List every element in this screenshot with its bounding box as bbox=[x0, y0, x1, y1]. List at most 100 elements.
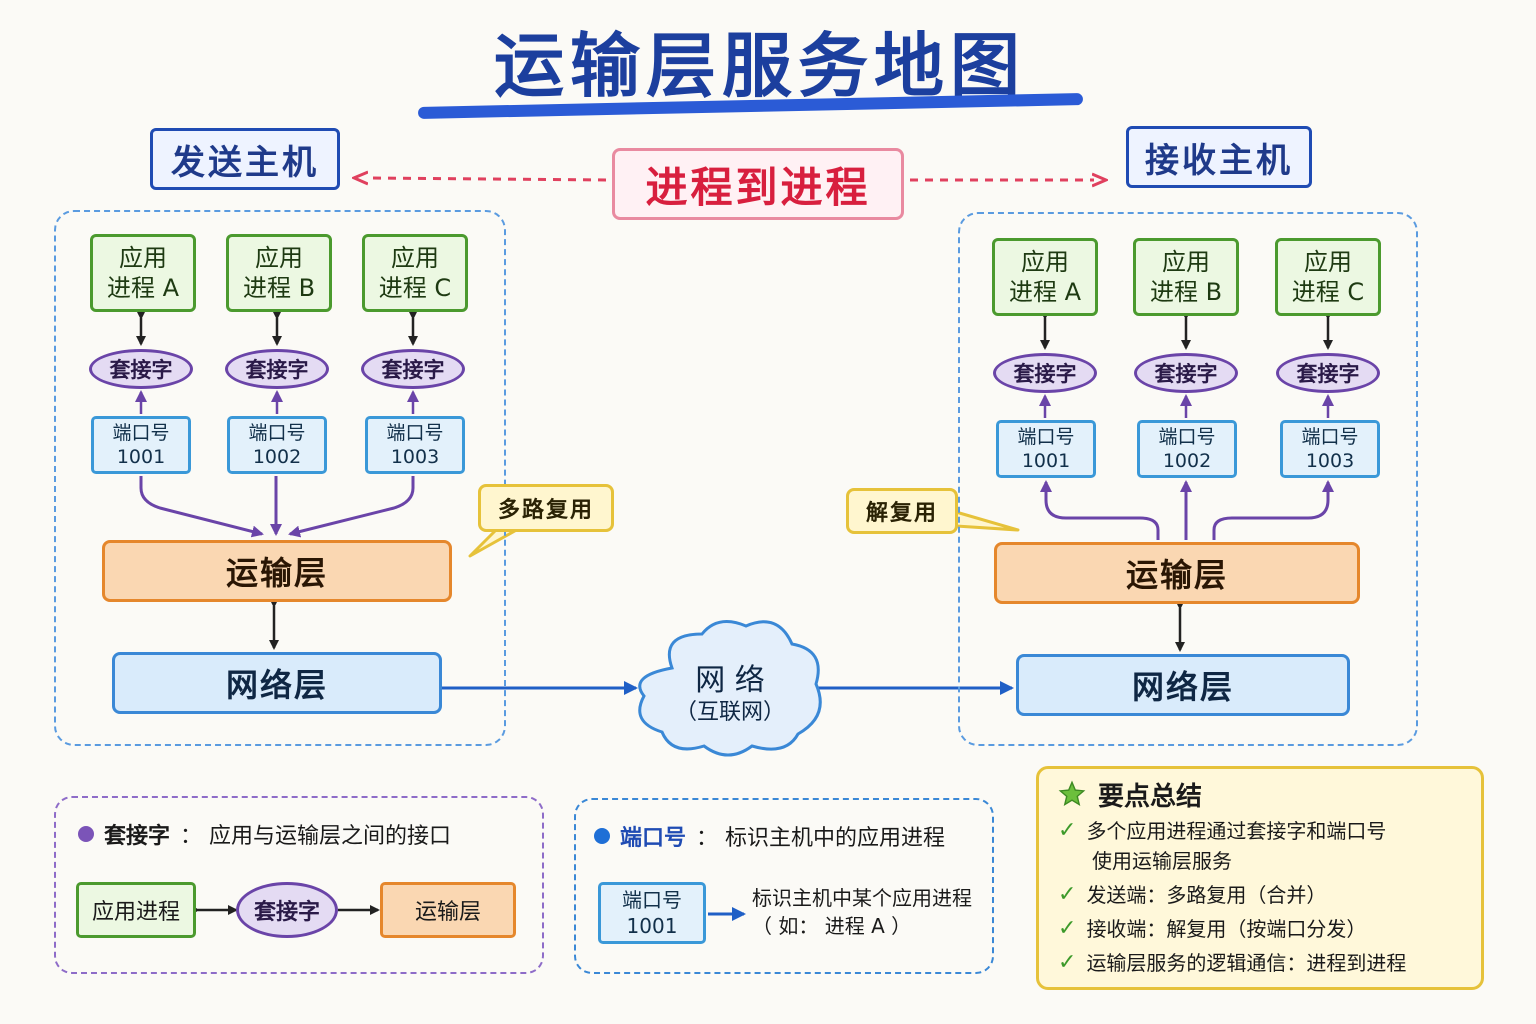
star-icon bbox=[1058, 780, 1086, 806]
legend-socket-ellipse: 套接字 bbox=[236, 882, 338, 938]
mux-callout-tail bbox=[468, 524, 521, 558]
app-line1: 应用 bbox=[1162, 248, 1210, 276]
receiver-demux-arrow-a bbox=[1040, 480, 1160, 540]
summary-item-text: 多个应用进程通过套接字和端口号 bbox=[1086, 819, 1387, 843]
summary-item: ✓ 多个应用进程通过套接字和端口号 bbox=[1058, 816, 1478, 846]
receiver-transport-layer: 运输层 bbox=[994, 542, 1360, 604]
port-legend-header: 端口号 ： 标识主机中的应用进程 bbox=[594, 818, 945, 854]
receiver-app-c: 应用 进程 C bbox=[1275, 238, 1381, 316]
sender-port-1003: 端口号 1003 bbox=[365, 416, 465, 474]
app-line1: 应用 bbox=[1021, 248, 1069, 276]
app-line2: 进程 B bbox=[242, 274, 316, 302]
process-to-process-label: 进程到进程 bbox=[612, 148, 904, 220]
receiver-socket-a: 套接字 bbox=[993, 353, 1097, 393]
blue-dot-icon bbox=[594, 828, 610, 844]
summary-title: 要点总结 bbox=[1098, 781, 1203, 812]
receiver-socket-c: 套接字 bbox=[1276, 353, 1380, 393]
legend-app-box: 应用进程 bbox=[76, 882, 196, 938]
sender-host-label: 发送主机 bbox=[150, 128, 340, 190]
app-line2: 进程 A bbox=[106, 274, 180, 302]
socket-legend-header: 套接字 ： 应用与运输层之间的接口 bbox=[78, 816, 451, 852]
p2p-arrow-left bbox=[366, 178, 607, 180]
receiver-host-frame bbox=[958, 212, 1418, 746]
socket-legend-panel bbox=[54, 796, 544, 974]
receiver-demux-arrow-c bbox=[1212, 480, 1334, 540]
receiver-port-1003: 端口号 1003 bbox=[1280, 420, 1380, 478]
legend-port-box: 端口号 1001 bbox=[598, 882, 706, 944]
socket-desc: ： 应用与运输层之间的接口 bbox=[180, 824, 452, 849]
summary-item-text: 使用运输层服务 bbox=[1092, 849, 1232, 873]
app-line2: 进程 C bbox=[378, 274, 452, 302]
summary-item-continuation: 使用运输层服务 bbox=[1058, 846, 1478, 876]
multiplexing-callout: 多路复用 bbox=[478, 484, 614, 532]
check-icon: ✓ bbox=[1058, 882, 1077, 907]
sender-port-1002: 端口号 1002 bbox=[227, 416, 327, 474]
summary-header: 要点总结 bbox=[1058, 774, 1358, 814]
port-desc: ： 标识主机中的应用进程 bbox=[696, 826, 946, 851]
port-label: 端口号 bbox=[386, 422, 444, 444]
app-line2: 进程 C bbox=[1291, 278, 1365, 306]
port-legend-panel bbox=[574, 798, 994, 974]
receiver-port-1001: 端口号 1001 bbox=[996, 420, 1096, 478]
sender-mux-arrow-c bbox=[288, 476, 415, 538]
legend-port-label: 端口号 bbox=[622, 888, 682, 912]
summary-item-text: 接收端：解复用（按端口分发） bbox=[1086, 917, 1367, 941]
legend-port-number: 1001 bbox=[626, 914, 678, 938]
app-line2: 进程 A bbox=[1008, 278, 1082, 306]
legend-port-explain-line2: （ 如： 进程 A ） bbox=[752, 914, 912, 938]
port-number: 1003 bbox=[1305, 450, 1355, 472]
cloud-line2: （互联网） bbox=[674, 700, 785, 725]
summary-item: ✓ 发送端：多路复用（合并） bbox=[1058, 880, 1478, 910]
summary-item-text: 发送端：多路复用（合并） bbox=[1086, 883, 1327, 907]
demux-callout-tail bbox=[955, 510, 1020, 532]
receiver-host-label: 接收主机 bbox=[1126, 126, 1312, 188]
receiver-app-a: 应用 进程 A bbox=[992, 238, 1098, 316]
receiver-port-1002: 端口号 1002 bbox=[1137, 420, 1237, 478]
app-line1: 应用 bbox=[255, 244, 303, 272]
sender-mux-arrow-a bbox=[139, 476, 264, 538]
sender-network-layer: 网络层 bbox=[112, 652, 442, 714]
demultiplexing-callout: 解复用 bbox=[846, 488, 958, 534]
sender-socket-b: 套接字 bbox=[225, 349, 329, 389]
internet-cloud-label: 网 络 （互联网） bbox=[655, 655, 805, 735]
socket-term: 套接字 bbox=[104, 824, 171, 849]
port-label: 端口号 bbox=[112, 422, 170, 444]
check-icon: ✓ bbox=[1058, 818, 1077, 843]
port-term: 端口号 bbox=[620, 826, 687, 851]
app-line2: 进程 B bbox=[1149, 278, 1223, 306]
app-line1: 应用 bbox=[391, 244, 439, 272]
summary-panel bbox=[1036, 766, 1484, 990]
port-label: 端口号 bbox=[1301, 426, 1359, 448]
port-label: 端口号 bbox=[1158, 426, 1216, 448]
legend-port-explanation: 标识主机中某个应用进程 （ 如： 进程 A ） bbox=[752, 884, 988, 944]
check-icon: ✓ bbox=[1058, 916, 1077, 941]
cloud-line1: 网 络 bbox=[695, 663, 765, 698]
sender-app-c: 应用 进程 C bbox=[362, 234, 468, 312]
purple-dot-icon bbox=[78, 826, 94, 842]
page-title: 运输层服务地图 bbox=[494, 24, 1026, 107]
sender-host-frame bbox=[54, 210, 506, 746]
port-label: 端口号 bbox=[248, 422, 306, 444]
receiver-app-b: 应用 进程 B bbox=[1133, 238, 1239, 316]
sender-socket-a: 套接字 bbox=[89, 349, 193, 389]
port-label: 端口号 bbox=[1017, 426, 1075, 448]
port-number: 1002 bbox=[1162, 450, 1212, 472]
internet-cloud-shape bbox=[638, 620, 822, 757]
app-line1: 应用 bbox=[1304, 248, 1352, 276]
port-number: 1001 bbox=[116, 446, 166, 468]
summary-list: ✓ 多个应用进程通过套接字和端口号 使用运输层服务 ✓ 发送端：多路复用（合并）… bbox=[1058, 816, 1478, 978]
receiver-network-layer: 网络层 bbox=[1016, 654, 1350, 716]
port-number: 1003 bbox=[390, 446, 440, 468]
summary-item: ✓ 接收端：解复用（按端口分发） bbox=[1058, 914, 1478, 944]
sender-app-b: 应用 进程 B bbox=[226, 234, 332, 312]
legend-port-explain-line1: 标识主机中某个应用进程 bbox=[752, 886, 972, 910]
summary-item: ✓ 运输层服务的逻辑通信：进程到进程 bbox=[1058, 948, 1478, 978]
sender-socket-c: 套接字 bbox=[361, 349, 465, 389]
port-number: 1001 bbox=[1021, 450, 1071, 472]
sender-app-a: 应用 进程 A bbox=[90, 234, 196, 312]
port-number: 1002 bbox=[252, 446, 302, 468]
check-icon: ✓ bbox=[1058, 950, 1077, 975]
legend-transport-box: 运输层 bbox=[380, 882, 516, 938]
summary-item-text: 运输层服务的逻辑通信：进程到进程 bbox=[1086, 951, 1407, 975]
